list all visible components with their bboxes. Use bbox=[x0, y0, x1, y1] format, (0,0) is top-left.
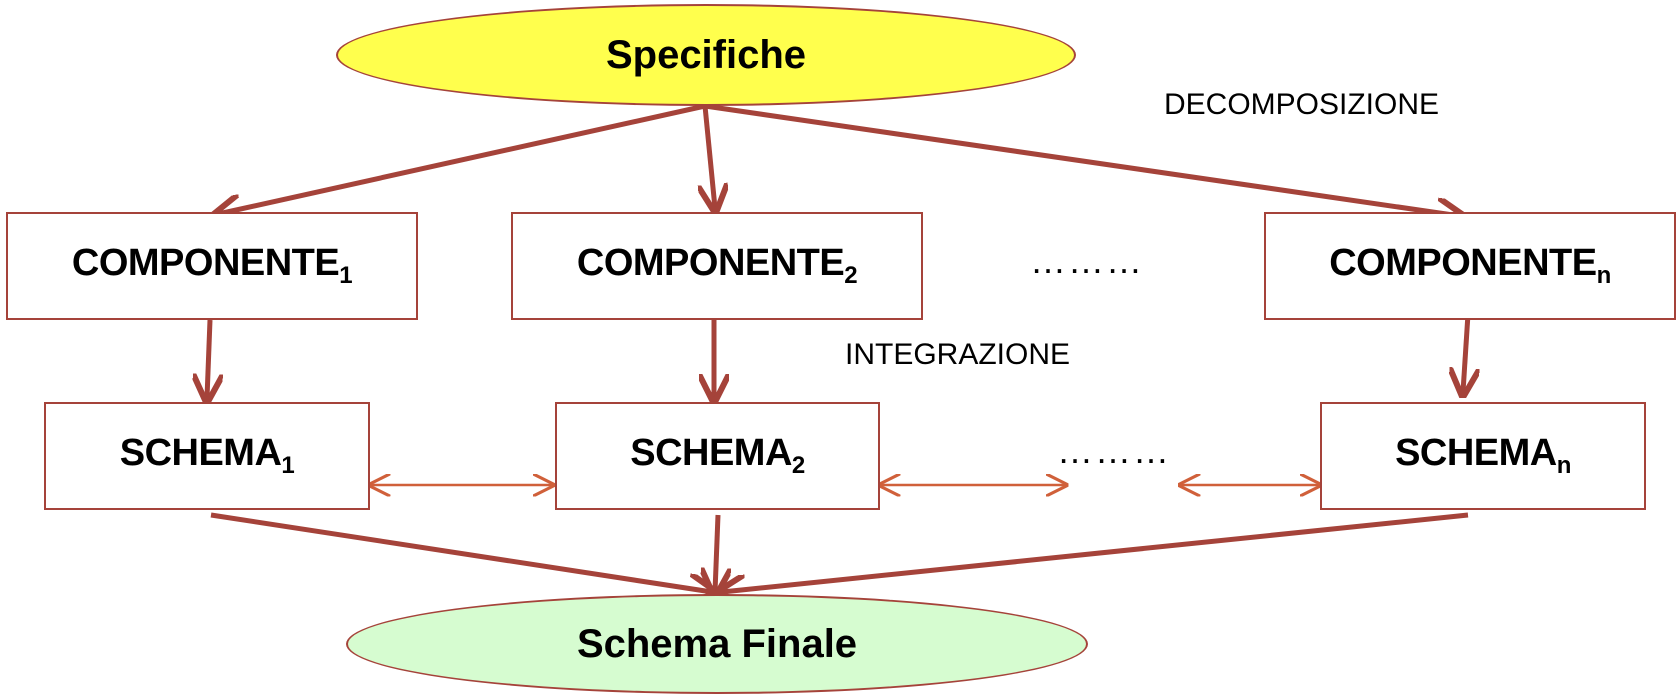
node-schema-finale-label: Schema Finale bbox=[576, 621, 858, 666]
node-componente-2-sub: 2 bbox=[844, 262, 858, 289]
node-schema-n-sub: n bbox=[1556, 452, 1572, 479]
node-schema-finale: Schema Finale bbox=[346, 594, 1088, 694]
edge-scheman-final bbox=[722, 512, 1469, 592]
node-schema-n: SCHEMAn bbox=[1320, 402, 1646, 510]
node-componente-n: COMPONENTEn bbox=[1264, 212, 1676, 320]
edge-spec-comp1 bbox=[218, 103, 706, 214]
node-schema-2: SCHEMA2 bbox=[555, 402, 880, 510]
edge-spec-comp2 bbox=[705, 105, 715, 208]
node-componente-1-base: COMPONENTE bbox=[71, 242, 340, 284]
edge-comp1-schema1 bbox=[207, 319, 210, 398]
node-schema-2-base: SCHEMA bbox=[630, 432, 792, 474]
edge-spec-compn bbox=[704, 103, 1460, 216]
node-componente-2-base: COMPONENTE bbox=[576, 242, 845, 284]
node-componente-1: COMPONENTE1 bbox=[6, 212, 418, 320]
node-schema-1-base: SCHEMA bbox=[119, 432, 282, 474]
ellipsis-schemas: ……… bbox=[1057, 430, 1171, 471]
node-componente-1-sub: 1 bbox=[339, 262, 353, 289]
label-decomposizione: DECOMPOSIZIONE bbox=[1164, 88, 1440, 121]
node-componente-n-sub: n bbox=[1596, 262, 1612, 289]
node-specifiche: Specifiche bbox=[336, 4, 1076, 106]
node-schema-n-base: SCHEMA bbox=[1395, 432, 1557, 474]
edge-schema2-final bbox=[715, 514, 718, 592]
label-integrazione: INTEGRAZIONE bbox=[845, 338, 1071, 371]
node-schema-1-sub: 1 bbox=[281, 452, 295, 479]
node-schema-1: SCHEMA1 bbox=[44, 402, 370, 510]
edge-schema1-final bbox=[210, 512, 712, 592]
node-componente-n-base: COMPONENTE bbox=[1329, 242, 1597, 284]
node-schema-2-sub: 2 bbox=[791, 452, 805, 479]
node-componente-2: COMPONENTE2 bbox=[511, 212, 923, 320]
ellipsis-components: ……… bbox=[1030, 240, 1144, 281]
edge-compn-scheman bbox=[1463, 313, 1468, 392]
node-specifiche-label: Specifiche bbox=[605, 32, 807, 77]
